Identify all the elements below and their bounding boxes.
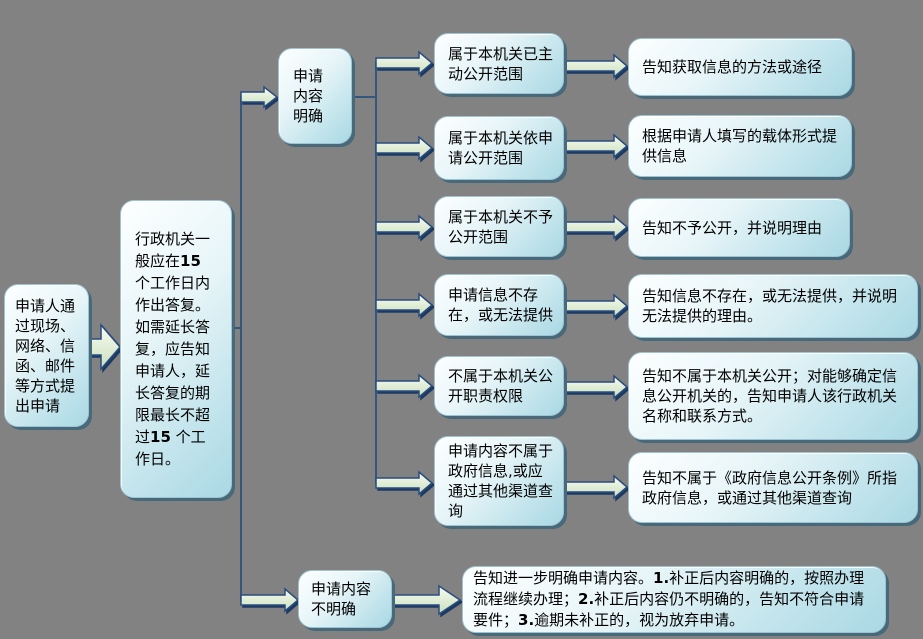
node-case-2-condition: 属于本机关依申请公开范围 <box>434 116 564 180</box>
node-case-3-action: 告知不予公开，并说明理由 <box>628 198 850 257</box>
node-case-6-condition: 申请内容不属于政府信息,或应通过其他渠道查询 <box>434 436 564 526</box>
flow-arrow-icon <box>563 214 629 240</box>
node-case-1-action: 告知获取信息的方法或途径 <box>628 38 852 96</box>
flow-arrow-icon <box>375 135 434 161</box>
flow-arrow-icon <box>375 470 434 496</box>
node-applicant: 申请人通过现场、网络、信函、邮件等方式提出申请 <box>4 284 89 427</box>
node-case-6-condition-label: 申请内容不属于政府信息,或应通过其他渠道查询 <box>448 442 554 520</box>
node-case-5-condition: 不属于本机关公开职责权限 <box>434 356 564 416</box>
node-case-1-action-label: 告知获取信息的方法或途径 <box>642 58 823 76</box>
flow-arrow-icon <box>375 214 434 240</box>
flow-arrow-icon <box>563 374 629 400</box>
flow-arrow-icon <box>87 322 121 372</box>
node-case-3-condition-label: 属于本机关不予公开范围 <box>448 207 554 246</box>
flow-arrow-icon <box>375 50 434 76</box>
node-case-4-action-label: 告知信息不存在，或无法提供，并说明无法提供的理由。 <box>642 287 898 325</box>
node-case-5-action-label: 告知不属于本机关公开；对能够确定信息公开机关的，告知申请人该行政机关名称和联系方… <box>642 367 898 425</box>
connector-line <box>240 96 242 601</box>
flow-arrow-icon <box>391 584 462 616</box>
node-reply-deadline: 行政机关一般应在15 个工作日内作出答复。 如需延长答复，应告知申请人，延长答复… <box>120 200 232 498</box>
node-case-5-action: 告知不属于本机关公开；对能够确定信息公开机关的，告知申请人该行政机关名称和联系方… <box>628 352 918 440</box>
node-case-6-action-label: 告知不属于《政府信息公开条例》所指政府信息，或通过其他渠道查询 <box>642 468 898 507</box>
flow-arrow-icon <box>563 474 629 500</box>
flow-arrow-icon <box>563 53 629 79</box>
node-unclear-action-label: 告知进一步明确申请内容。1.补正后内容明确的，按照办理流程继续办理；2.补正后内… <box>473 569 865 629</box>
connector-line <box>375 62 377 484</box>
node-case-6-action: 告知不属于《政府信息公开条例》所指政府信息，或通过其他渠道查询 <box>628 452 918 523</box>
flow-arrow-icon <box>240 85 279 109</box>
node-case-5-condition-label: 不属于本机关公开职责权限 <box>448 367 554 405</box>
flow-arrow-icon <box>375 373 434 399</box>
node-content-clear: 申请内容明确 <box>278 48 352 144</box>
node-reply-deadline-label: 行政机关一般应在15 个工作日内作出答复。 如需延长答复，应告知申请人，延长答复… <box>135 230 211 468</box>
node-case-1-condition: 属于本机关已主动公开范围 <box>434 33 564 94</box>
connector-line <box>351 96 377 98</box>
node-case-3-action-label: 告知不予公开，并说明理由 <box>642 218 823 237</box>
node-content-clear-label: 申请内容明确 <box>293 67 324 125</box>
flow-arrow-icon <box>240 587 300 613</box>
flow-arrow-icon <box>375 292 434 318</box>
flow-arrow-icon <box>563 133 629 159</box>
node-content-unclear: 申请内容不明确 <box>298 570 392 628</box>
node-case-2-action: 根据申请人填写的载体形式提供信息 <box>628 115 852 177</box>
connector-line <box>231 327 241 329</box>
node-case-2-action-label: 根据申请人填写的载体形式提供信息 <box>642 127 838 165</box>
flow-arrow-icon <box>563 293 629 319</box>
node-case-4-action: 告知信息不存在，或无法提供，并说明无法提供的理由。 <box>628 274 918 338</box>
node-unclear-action: 告知进一步明确申请内容。1.补正后内容明确的，按照办理流程继续办理；2.补正后内… <box>462 566 886 633</box>
node-content-unclear-label: 申请内容不明确 <box>311 580 372 618</box>
node-case-2-condition-label: 属于本机关依申请公开范围 <box>448 129 554 167</box>
node-applicant-label: 申请人通过现场、网络、信函、邮件等方式提出申请 <box>15 296 76 415</box>
node-case-1-condition-label: 属于本机关已主动公开范围 <box>448 44 554 83</box>
node-case-4-condition-label: 申请信息不存在，或无法提供 <box>448 286 554 324</box>
node-case-3-condition: 属于本机关不予公开范围 <box>434 196 564 257</box>
node-case-4-condition: 申请信息不存在，或无法提供 <box>434 274 564 336</box>
